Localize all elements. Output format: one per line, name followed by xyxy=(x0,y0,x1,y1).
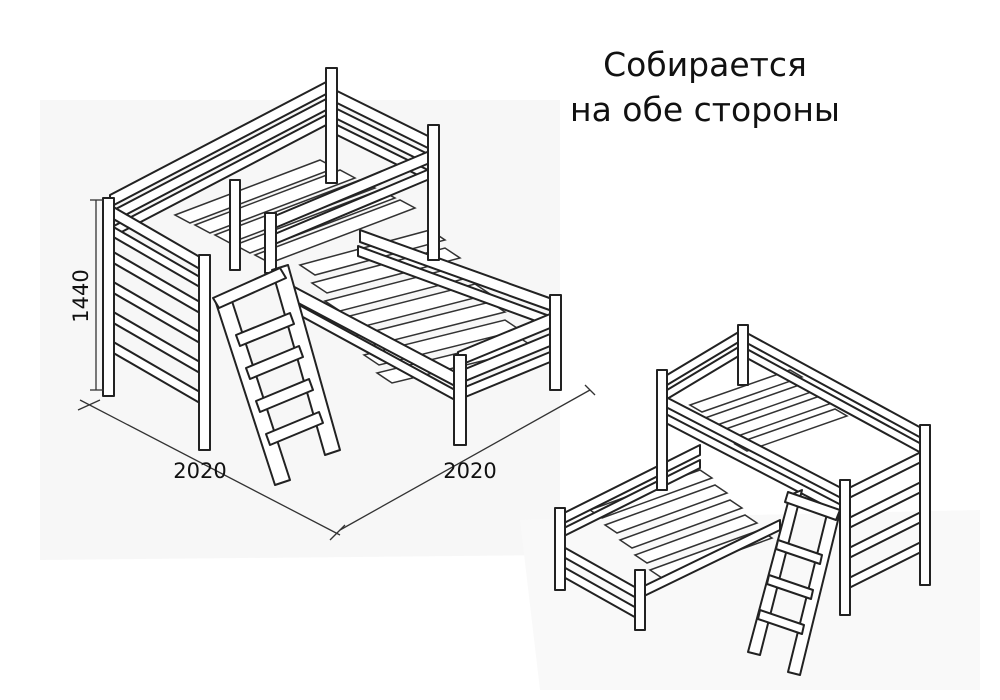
caption-line-2: на обе стороны xyxy=(570,90,840,129)
upper-bed-post-right xyxy=(427,124,440,261)
upper-bed xyxy=(102,67,440,451)
dimension-length-left-label: 2020 xyxy=(173,459,226,483)
dimension-length-left: 2020 xyxy=(77,399,346,541)
dimension-height: 1440 xyxy=(69,199,104,391)
dimension-length-right-label: 2020 xyxy=(443,459,496,483)
assembly-caption: Собирается на обе стороны xyxy=(540,42,870,132)
lower-bed-post-back xyxy=(549,294,562,391)
mirrored-lower-post-2 xyxy=(634,569,646,631)
lower-bed xyxy=(284,229,562,446)
upper-bed-post-left-back xyxy=(198,254,211,451)
mirrored-upper-post-4 xyxy=(839,479,851,616)
dimension-height-label: 1440 xyxy=(69,269,93,322)
upper-bed-post-left-front xyxy=(102,197,115,397)
mirrored-upper-post-3 xyxy=(919,424,931,586)
lower-bed-post-front xyxy=(453,354,467,446)
upper-bed-post-back-top xyxy=(325,67,338,184)
caption-line-1: Собирается xyxy=(603,45,807,84)
dimension-length-right: 2020 xyxy=(339,384,596,531)
upper-bed-post-inner xyxy=(229,179,241,271)
mirrored-upper-post-1 xyxy=(656,369,668,491)
mirrored-upper-bed xyxy=(656,324,931,616)
ladder-left xyxy=(212,264,341,486)
ladder-right xyxy=(747,489,841,676)
upper-bed-post-front-mid xyxy=(264,212,277,274)
mirrored-upper-post-2 xyxy=(737,324,749,386)
mirrored-bed-drawing xyxy=(554,324,931,676)
mirrored-lower-post-1 xyxy=(554,507,566,591)
ladder-left-hook xyxy=(212,267,287,309)
ladder-right-hook xyxy=(784,491,841,521)
main-bed-drawing: 1440 2020 2020 xyxy=(69,67,596,541)
